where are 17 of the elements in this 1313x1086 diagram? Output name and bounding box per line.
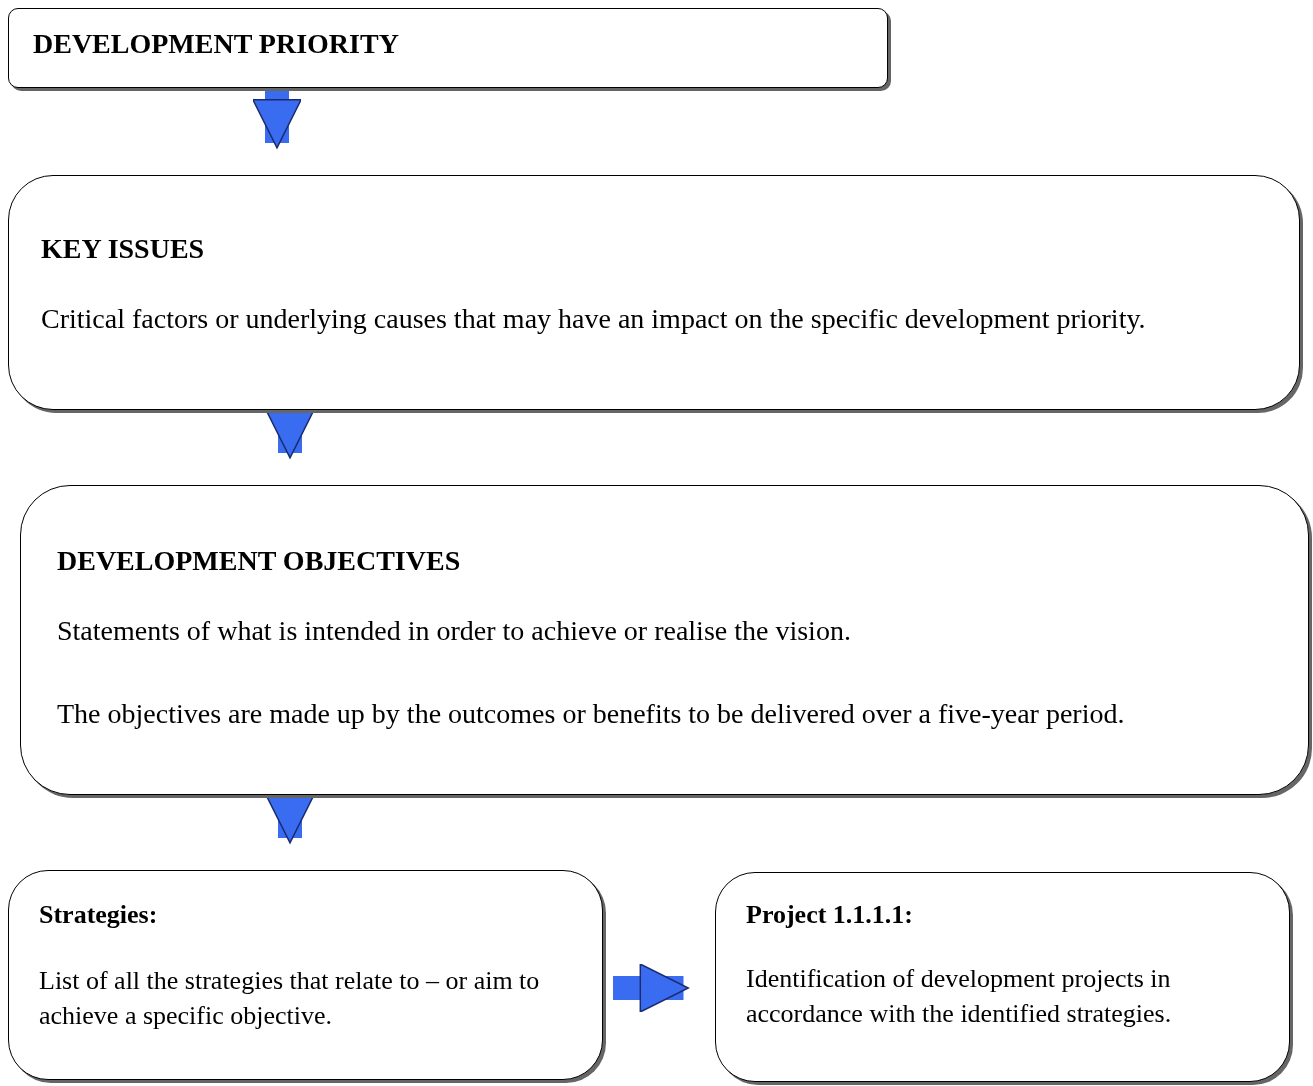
rounded-box	[715, 872, 1290, 1082]
block-arrow	[613, 963, 689, 1013]
rounded-box	[8, 8, 888, 88]
block-arrow	[252, 91, 302, 149]
rounded-box	[8, 870, 603, 1080]
box-description: The objectives are made up by the outcomes or benefits to be delivered over a five-year period.	[57, 696, 1126, 731]
box-heading: KEY ISSUES	[41, 232, 206, 266]
box-heading: Project 1.1.1.1:	[746, 899, 914, 931]
box-heading: DEVELOPMENT OBJECTIVES	[57, 544, 462, 578]
box-description: Statements of what is intended in order to achieve or realise the vision.	[57, 613, 852, 648]
rounded-box	[8, 175, 1300, 410]
box-heading: DEVELOPMENT PRIORITY	[33, 27, 400, 61]
box-description: Critical factors or underlying causes that may have an impact on the specific development priority.	[41, 301, 1147, 336]
box-description: List of all the strategies that relate to – or aim to achieve a specific objective.	[39, 965, 541, 1032]
box-heading: Strategies:	[39, 899, 159, 931]
box-description: Identification of development projects in accordance with the identified strategies.	[746, 963, 1173, 1030]
rounded-box	[20, 485, 1309, 795]
